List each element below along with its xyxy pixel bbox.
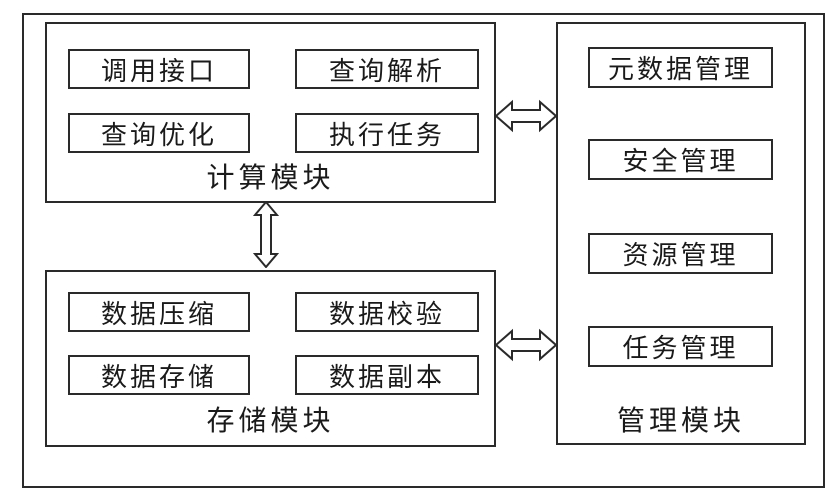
component-metadata-management: 元数据管理 <box>588 47 773 88</box>
component-data-storage: 数据存储 <box>68 355 250 395</box>
arrow-storage-management-icon <box>495 328 557 362</box>
arrow-compute-storage-icon <box>253 201 279 268</box>
component-label: 安全管理 <box>622 147 739 176</box>
component-resource-management: 资源管理 <box>588 233 773 274</box>
component-data-compression: 数据压缩 <box>68 292 250 332</box>
component-label: 元数据管理 <box>607 55 753 84</box>
module-storage-label: 存储模块 <box>206 406 335 437</box>
module-compute-label: 计算模块 <box>206 163 335 194</box>
component-call-interface: 调用接口 <box>68 49 250 89</box>
component-data-replica: 数据副本 <box>295 355 479 395</box>
component-query-parsing: 查询解析 <box>295 49 479 89</box>
component-query-optimization: 查询优化 <box>68 113 250 153</box>
module-storage: 数据压缩 数据校验 数据存储 数据副本 存储模块 <box>45 270 496 447</box>
component-label: 查询解析 <box>328 56 445 86</box>
component-task-management: 任务管理 <box>588 326 773 367</box>
arrow-compute-management-icon <box>495 99 557 133</box>
component-data-verification: 数据校验 <box>295 292 479 332</box>
module-management-label: 管理模块 <box>616 406 745 437</box>
component-label: 执行任务 <box>328 120 445 150</box>
component-label: 调用接口 <box>100 56 217 86</box>
component-label: 查询优化 <box>100 120 217 150</box>
component-label: 数据副本 <box>328 362 445 392</box>
component-label: 数据存储 <box>100 362 217 392</box>
component-label: 数据校验 <box>328 299 445 329</box>
component-task-execution: 执行任务 <box>295 113 479 153</box>
component-label: 任务管理 <box>622 334 739 363</box>
component-label: 数据压缩 <box>100 299 217 329</box>
module-compute: 调用接口 查询解析 查询优化 执行任务 计算模块 <box>45 22 496 203</box>
module-management: 元数据管理 安全管理 资源管理 任务管理 管理模块 <box>556 22 806 445</box>
component-label: 资源管理 <box>622 241 739 270</box>
component-security-management: 安全管理 <box>588 139 773 180</box>
